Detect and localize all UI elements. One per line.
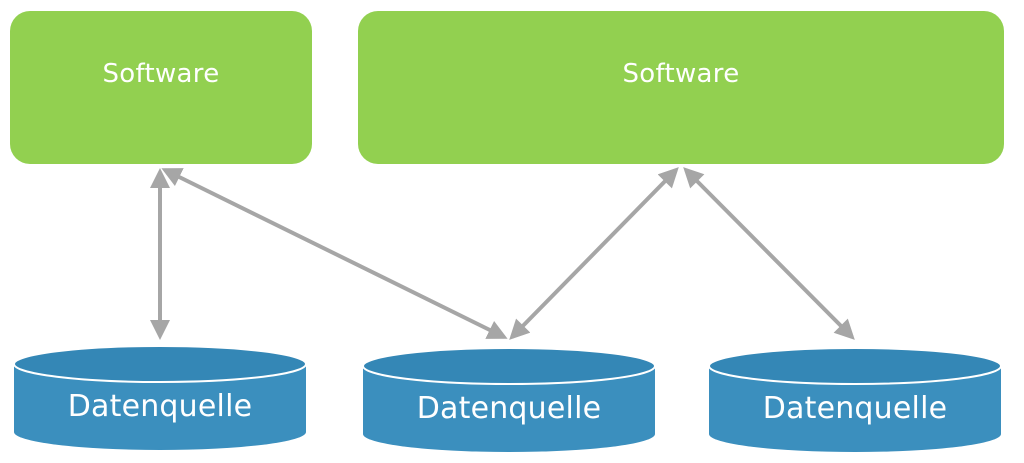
software-box-left-label: Software [102,58,220,89]
arrow-software-right-to-db-2 [509,167,679,340]
database-cylinder-icon [708,347,1002,452]
data-source-3-label: Datenquelle [762,391,948,426]
data-source-2: Datenquelle [361,346,657,456]
data-source-1: Datenquelle [12,344,308,454]
data-source-2-label: Datenquelle [416,391,602,426]
data-source-3: Datenquelle [707,346,1003,456]
software-box-left: Software [10,11,312,164]
data-source-1-label: Datenquelle [67,389,253,424]
database-cylinder-icon [13,345,307,450]
software-box-right: Software [358,11,1004,164]
database-cylinder-icon [362,347,656,452]
arrow-software-right-to-db-3 [683,167,855,340]
arrow-software-left-to-db-2 [161,168,508,339]
software-box-right-label: Software [622,58,740,89]
